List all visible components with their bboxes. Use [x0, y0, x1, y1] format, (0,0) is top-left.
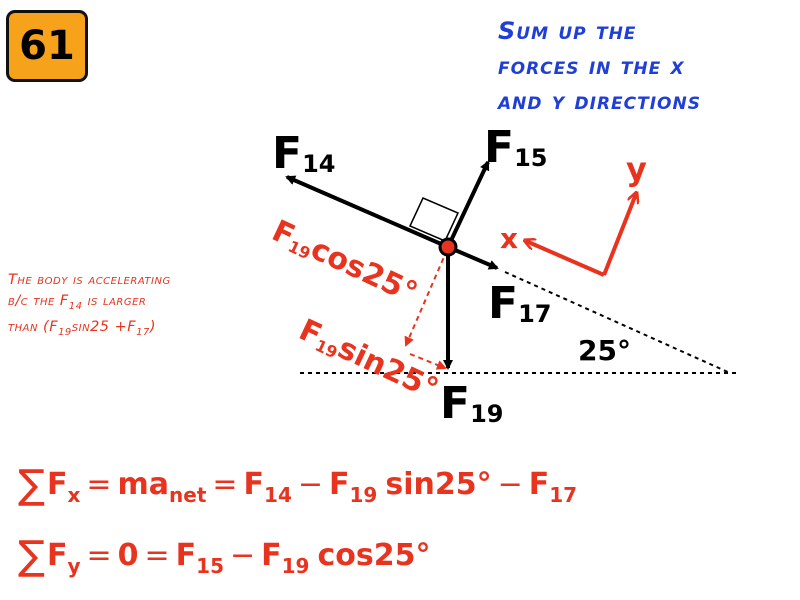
instruction-line-2: forces in the x: [498, 52, 685, 80]
sigma-symbol: ∑: [18, 462, 45, 508]
note-line-2: b/c the F14 is larger: [8, 293, 147, 312]
axis-x-arrow: [526, 241, 605, 277]
acceleration-note: The body is accelerating b/c the F14 is …: [8, 270, 318, 343]
angle-label: 25°: [578, 334, 631, 367]
axis-y-label: y: [626, 150, 647, 188]
axis-y-arrow: [602, 194, 636, 276]
f14-vector: [285, 175, 449, 249]
instruction-line-1: Sum up the: [498, 17, 637, 45]
incline-line: [504, 271, 731, 374]
axis-x-label: x: [500, 222, 518, 255]
sigma-symbol: ∑: [18, 533, 45, 579]
f19sin-component: [409, 353, 447, 370]
f17-label: F17: [488, 278, 551, 329]
f15-vector: [446, 160, 490, 248]
f19sin-label: F19sin25°: [294, 313, 444, 408]
instruction-text: Sum up the forces in the x and y directi…: [498, 14, 798, 119]
f19cos-label: F19cos25°: [267, 214, 423, 312]
instruction-line-3: and y directions: [498, 87, 701, 115]
f14-label: F14: [272, 128, 335, 179]
note-line-1: The body is accelerating: [8, 272, 171, 288]
f19-label: F19: [440, 378, 503, 429]
right-angle-marker: [408, 197, 460, 242]
note-line-3: than (F19sin25 +F17): [8, 318, 157, 338]
f15-label: F15: [484, 122, 547, 173]
slide-number-badge: 61: [6, 10, 88, 82]
body-point: [438, 237, 458, 257]
